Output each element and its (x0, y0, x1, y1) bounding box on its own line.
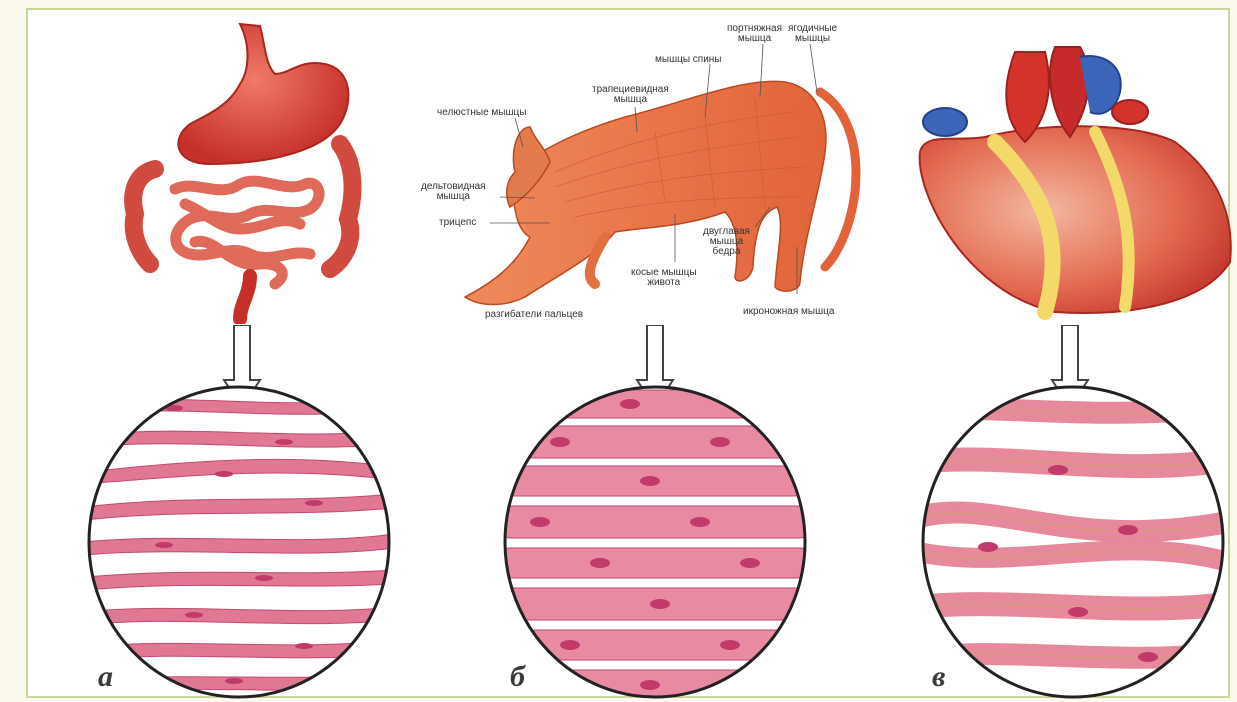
label-jaw: челюстные мышцы (437, 108, 526, 118)
label-trapezius: трапециевидная мышца (592, 85, 669, 105)
panel-letter-b: б (510, 660, 525, 694)
label-biceps-femoris: двуглавая мышца бедра (703, 227, 750, 257)
organ-heart (905, 12, 1235, 322)
organ-stomach-intestines (100, 14, 400, 324)
label-triceps: трицепс (439, 218, 476, 228)
tissue-cardiac-muscle (918, 382, 1228, 702)
tissue-smooth-muscle (84, 382, 394, 702)
panel-letter-a: а (98, 660, 113, 694)
label-obliques: косые мышцы живота (631, 268, 697, 288)
panel-letter-c: в (932, 660, 945, 694)
label-deltoid: дельтовидная мышца (421, 182, 486, 202)
label-sartorius: портняжная мышца (727, 24, 782, 44)
label-gastrocnemius: икроножная мышца (743, 307, 834, 317)
label-gluteal: ягодичные мышцы (788, 24, 837, 44)
label-extensors: разгибатели пальцев (485, 310, 583, 320)
organ-cat-muscles: портняжная мышца ягодичные мышцы мышцы с… (405, 22, 875, 327)
label-back: мышцы спины (655, 55, 722, 65)
tissue-skeletal-muscle (500, 382, 810, 702)
